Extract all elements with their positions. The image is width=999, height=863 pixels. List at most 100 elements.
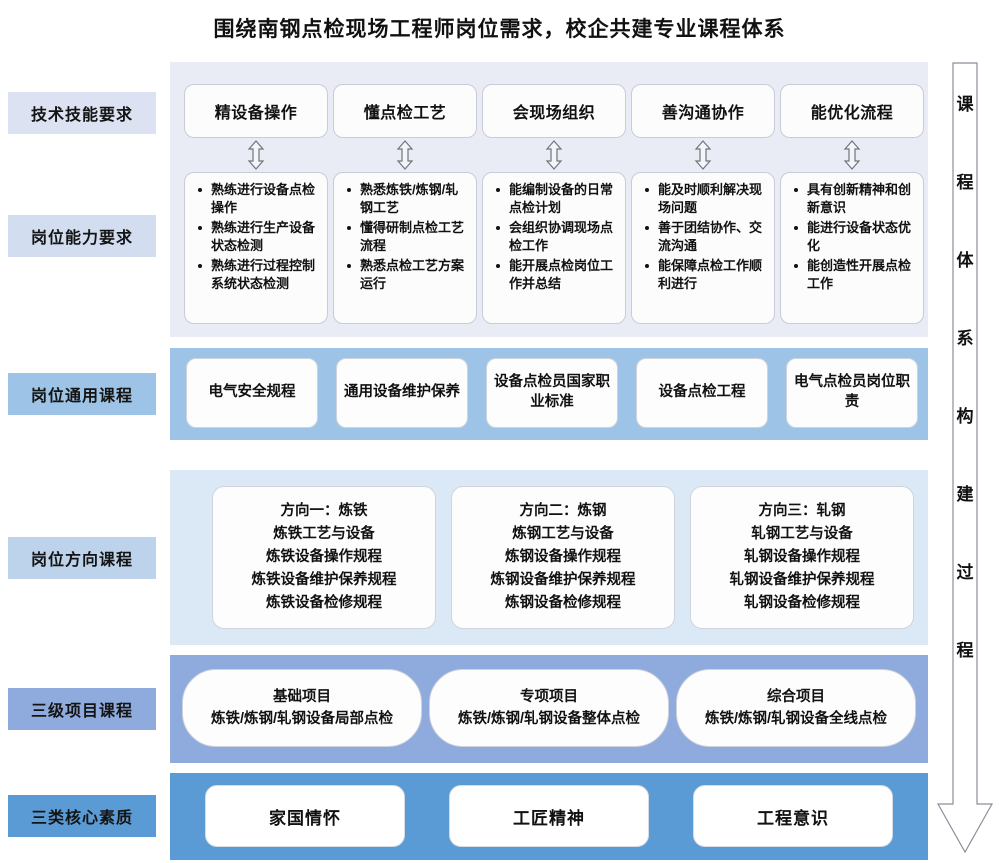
direction-line: 炼铁设备维护保养规程	[251, 571, 397, 588]
direction-course-box[interactable]: 方向二：炼钢 炼钢工艺与设备 炼钢设备操作规程 炼钢设备维护保养规程 炼钢设备检…	[451, 486, 675, 629]
general-course-label: 电气安全规程	[208, 384, 296, 401]
capability-box[interactable]: 能及时顺利解决现场问题 善于团结协作、交流沟通 能保障点检工作顺利进行	[631, 172, 775, 324]
process-arrow-char: 系	[956, 329, 974, 348]
capability-item: 会组织协调现场点检工作	[496, 219, 617, 256]
skill-box[interactable]: 能优化流程	[780, 84, 924, 138]
general-course-box[interactable]: 设备点检工程	[636, 358, 768, 428]
skill-label: 能优化流程	[810, 105, 894, 122]
process-arrow-char: 建	[956, 485, 974, 504]
process-arrow-char: 程	[956, 641, 974, 660]
capability-box[interactable]: 熟悉炼铁/炼钢/轧钢工艺 懂得研制点检工艺流程 熟悉点检工艺方案运行	[333, 172, 477, 324]
direction-heading: 方向二：炼钢	[519, 503, 607, 520]
double-arrow-icon	[693, 140, 713, 170]
capability-box[interactable]: 能编制设备的日常点检计划 会组织协调现场点检工作 能开展点检岗位工作并总结	[482, 172, 626, 324]
project-course-box[interactable]: 基础项目 炼铁/炼钢/轧钢设备局部点检	[182, 669, 422, 747]
capability-item: 能开展点检岗位工作并总结	[496, 257, 617, 294]
row-label-skills-text: 技术技能要求	[30, 107, 133, 124]
double-arrow-icon	[246, 140, 266, 170]
direction-heading: 方向三：轧钢	[758, 503, 846, 520]
core-quality-label: 工匠精神	[513, 808, 585, 828]
general-course-label: 通用设备维护保养	[344, 384, 460, 401]
general-course-box[interactable]: 电气安全规程	[186, 358, 318, 428]
project-heading: 专项项目	[520, 688, 578, 705]
process-arrow-down-icon: 课 程 体 系 构 建 过 程	[936, 62, 994, 860]
direction-line: 炼钢设备检修规程	[505, 594, 621, 611]
capability-item: 具有创新精神和创新意识	[794, 181, 915, 218]
project-heading: 综合项目	[767, 688, 825, 705]
capability-item: 能保障点检工作顺利进行	[645, 257, 766, 294]
capability-item: 懂得研制点检工艺流程	[347, 219, 468, 256]
process-arrow-char: 过	[956, 563, 974, 582]
process-arrow-char: 构	[956, 407, 974, 426]
skill-box[interactable]: 精设备操作	[184, 84, 328, 138]
row-label-capability: 岗位能力要求	[8, 215, 156, 257]
section-general-courses: 电气安全规程 通用设备维护保养 设备点检员国家职业标准 设备点检工程 电气点检员…	[170, 348, 928, 440]
capability-item: 能创造性开展点检工作	[794, 257, 915, 294]
direction-line: 轧钢工艺与设备	[751, 526, 853, 543]
direction-line: 炼钢设备维护保养规程	[490, 571, 636, 588]
capability-item: 能编制设备的日常点检计划	[496, 181, 617, 218]
capability-item: 善于团结协作、交流沟通	[645, 219, 766, 256]
project-course-box[interactable]: 专项项目 炼铁/炼钢/轧钢设备整体点检	[429, 669, 669, 747]
capability-box[interactable]: 具有创新精神和创新意识 能进行设备状态优化 能创造性开展点检工作	[780, 172, 924, 324]
process-arrow-text: 课 程 体 系 构 建 过 程	[936, 96, 994, 720]
project-detail: 炼铁/炼钢/轧钢设备局部点检	[210, 711, 394, 727]
capability-item: 熟练进行生产设备状态检测	[198, 219, 319, 256]
direction-course-box[interactable]: 方向三：轧钢 轧钢工艺与设备 轧钢设备操作规程 轧钢设备维护保养规程 轧钢设备检…	[690, 486, 914, 629]
direction-line: 轧钢设备维护保养规程	[729, 571, 875, 588]
process-arrow-char: 程	[956, 173, 974, 192]
process-arrow-char: 课	[956, 95, 974, 114]
general-course-box[interactable]: 设备点检员国家职业标准	[486, 358, 618, 428]
capability-item: 熟练进行过程控制系统状态检测	[198, 257, 319, 294]
row-label-skills: 技术技能要求	[8, 92, 156, 134]
section-core-qualities: 家国情怀 工匠精神 工程意识	[170, 773, 928, 860]
skill-label: 精设备操作	[214, 105, 298, 122]
project-course-box[interactable]: 综合项目 炼铁/炼钢/轧钢设备全线点检	[676, 669, 916, 747]
skill-box[interactable]: 会现场组织	[482, 84, 626, 138]
direction-line: 炼钢设备操作规程	[505, 549, 621, 566]
general-course-box[interactable]: 通用设备维护保养	[336, 358, 468, 428]
section-skills-capabilities: 精设备操作 懂点检工艺 会现场组织 善沟通协作 能优化流程	[170, 62, 928, 337]
direction-line: 轧钢设备操作规程	[744, 549, 860, 566]
general-course-label: 设备点检工程	[658, 384, 746, 401]
row-label-project: 三级项目课程	[8, 688, 156, 730]
row-label-direction-text: 岗位方向课程	[30, 552, 133, 569]
capability-item: 熟悉炼铁/炼钢/轧钢工艺	[347, 181, 468, 218]
section-project-courses: 基础项目 炼铁/炼钢/轧钢设备局部点检 专项项目 炼铁/炼钢/轧钢设备整体点检 …	[170, 655, 928, 763]
row-label-general-text: 岗位通用课程	[30, 388, 133, 405]
direction-line: 轧钢设备检修规程	[744, 594, 860, 611]
row-label-direction: 岗位方向课程	[8, 537, 156, 579]
row-label-general: 岗位通用课程	[8, 373, 156, 415]
skill-box[interactable]: 懂点检工艺	[333, 84, 477, 138]
row-label-capability-text: 岗位能力要求	[30, 230, 133, 247]
row-label-core: 三类核心素质	[8, 795, 156, 837]
core-quality-label: 工程意识	[757, 808, 829, 828]
project-detail: 炼铁/炼钢/轧钢设备全线点检	[704, 711, 888, 727]
capability-item: 能进行设备状态优化	[794, 219, 915, 256]
skill-label: 懂点检工艺	[363, 105, 447, 122]
double-arrow-icon	[395, 140, 415, 170]
core-quality-box[interactable]: 工程意识	[693, 785, 893, 847]
general-course-label: 设备点检员国家职业标准	[494, 374, 610, 410]
skill-label: 善沟通协作	[661, 105, 745, 122]
capability-item: 熟练进行设备点检操作	[198, 181, 319, 218]
row-label-project-text: 三级项目课程	[30, 703, 133, 720]
direction-line: 炼铁设备检修规程	[266, 594, 382, 611]
direction-line: 炼钢工艺与设备	[512, 526, 614, 543]
skill-label: 会现场组织	[512, 105, 596, 122]
project-heading: 基础项目	[273, 688, 331, 705]
double-arrow-icon	[544, 140, 564, 170]
direction-course-box[interactable]: 方向一：炼铁 炼铁工艺与设备 炼铁设备操作规程 炼铁设备维护保养规程 炼铁设备检…	[212, 486, 436, 629]
core-quality-box[interactable]: 家国情怀	[205, 785, 405, 847]
core-quality-box[interactable]: 工匠精神	[449, 785, 649, 847]
direction-line: 炼铁设备操作规程	[266, 549, 382, 566]
general-course-box[interactable]: 电气点检员岗位职责	[786, 358, 918, 428]
capability-box[interactable]: 熟练进行设备点检操作 熟练进行生产设备状态检测 熟练进行过程控制系统状态检测	[184, 172, 328, 324]
process-arrow-char: 体	[956, 251, 974, 270]
skill-box[interactable]: 善沟通协作	[631, 84, 775, 138]
project-detail: 炼铁/炼钢/轧钢设备整体点检	[457, 711, 641, 727]
core-quality-label: 家国情怀	[269, 808, 341, 828]
capability-item: 能及时顺利解决现场问题	[645, 181, 766, 218]
row-label-core-text: 三类核心素质	[30, 810, 133, 827]
capability-item: 熟悉点检工艺方案运行	[347, 257, 468, 294]
